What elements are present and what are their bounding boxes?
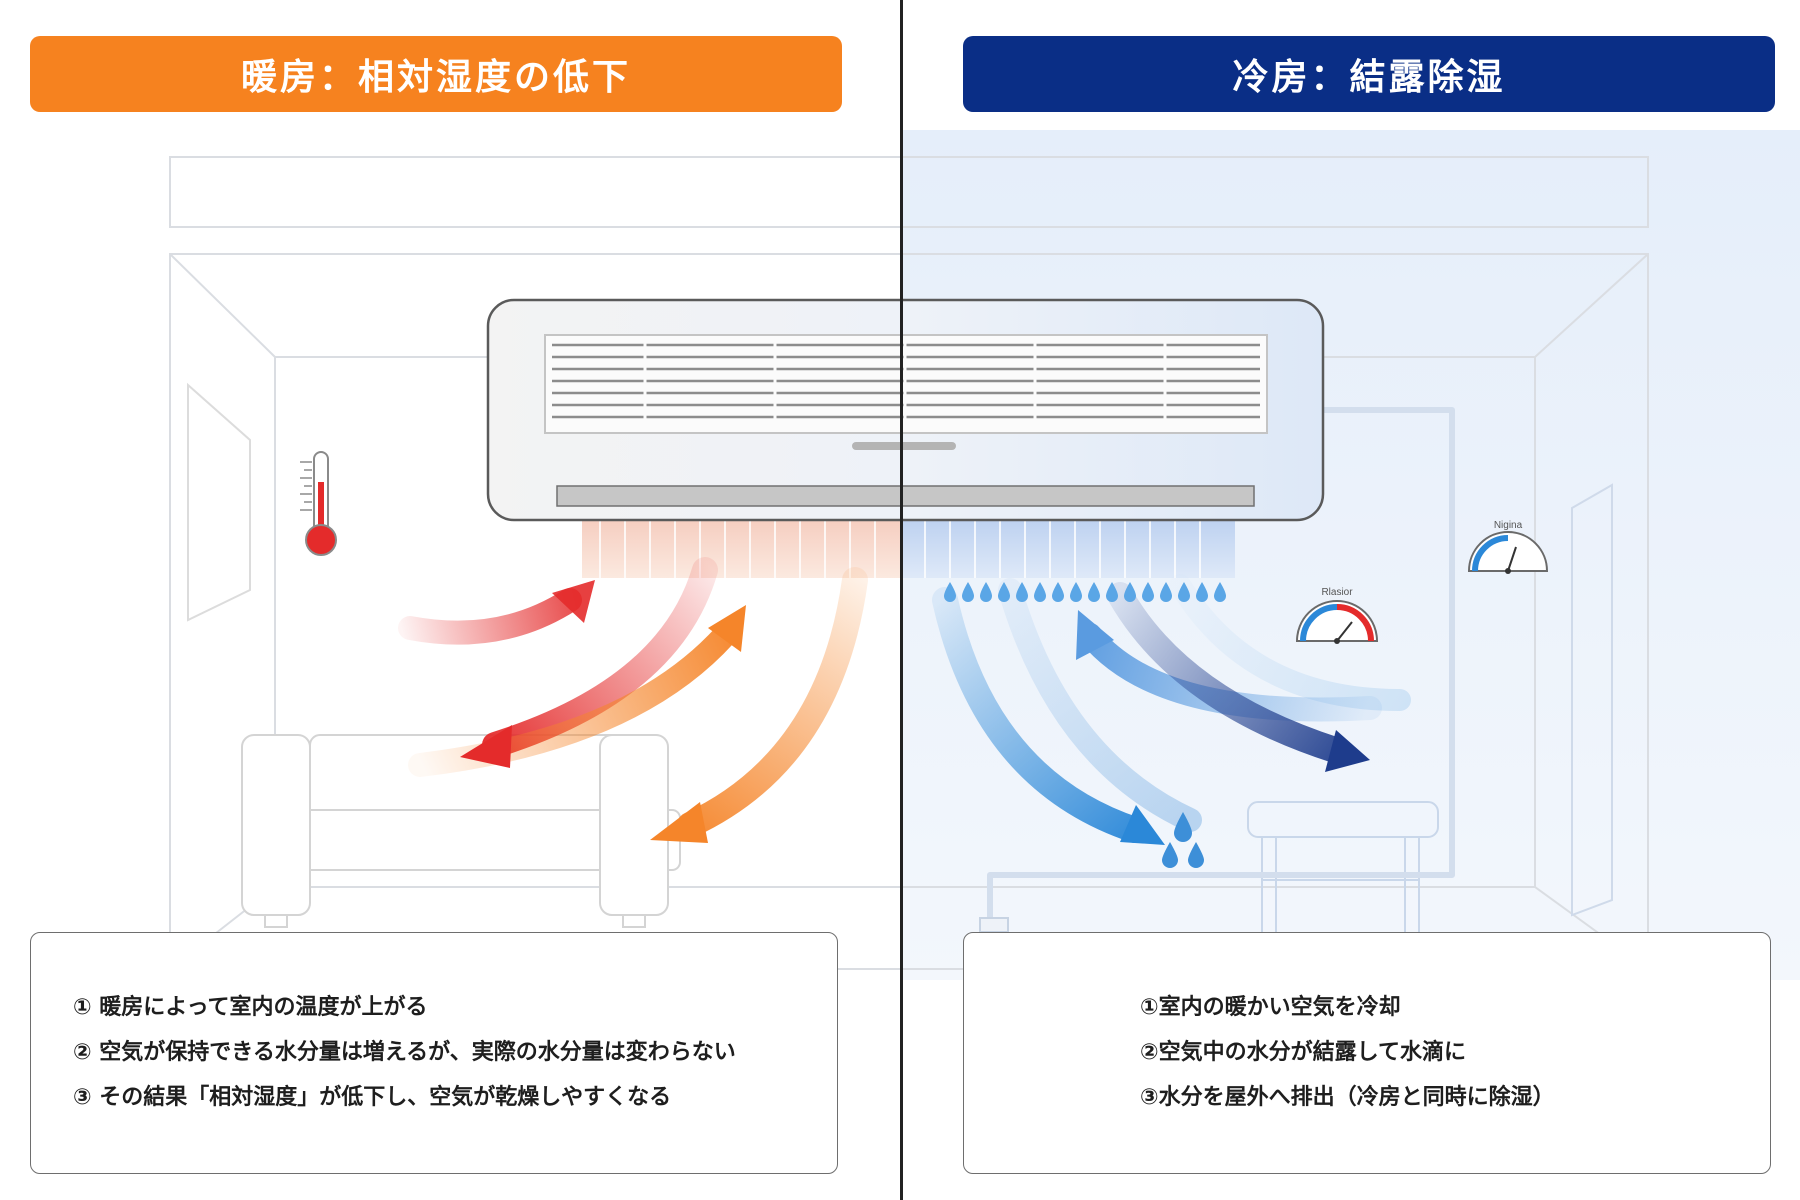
cool-arrowhead [1325, 730, 1370, 772]
air-conditioner-unit [486, 298, 1325, 522]
heating-steps: ① 暖房によって室内の温度が上がる ② 空気が保持できる水分量は増えるが、実際の… [73, 993, 736, 1128]
heating-title-banner: 暖房：相対湿度の低下 [30, 36, 842, 112]
heat-airflow [582, 518, 900, 578]
heat-arrowhead [552, 580, 595, 623]
heat-arrowhead [708, 605, 746, 652]
bench [1247, 801, 1439, 935]
cooling-step: ②空気中の水分が結露して水滴に [1140, 1040, 1466, 1065]
water-drop-icon [944, 582, 1226, 602]
heating-title: 暖房：相対湿度の低下 [240, 57, 631, 98]
gauge-label-left: Rlasior [1321, 587, 1353, 598]
cooling-step: ①室内の暖かい空気を冷却 [1140, 995, 1401, 1020]
heating-explanation-panel: ① 暖房によって室内の温度が上がる ② 空気が保持できる水分量は増えるが、実際の… [30, 932, 838, 1174]
cool-airflow [903, 518, 1235, 578]
sofa [241, 734, 681, 928]
cooling-title-banner: 冷房：結露除湿 [963, 36, 1775, 112]
heat-arrowhead [460, 725, 512, 768]
humidity-gauge-icon: Nigina [1467, 520, 1549, 574]
cool-arrowhead [1076, 610, 1114, 660]
heat-arrowhead [650, 802, 708, 843]
center-divider [900, 0, 903, 1200]
cooling-airflow-arrows [932, 574, 1411, 843]
pipe-outlet [979, 917, 1009, 933]
humidity-gauge-icon: Rlasior [1295, 587, 1379, 644]
gauge-label-right: Nigina [1494, 520, 1523, 531]
cooling-steps: ①室内の暖かい空気を冷却 ②空気中の水分が結露して水滴に ③水分を屋外へ排出（冷… [1140, 993, 1555, 1128]
door [1571, 483, 1613, 917]
window [187, 382, 251, 622]
drain-pipe [987, 407, 1455, 925]
water-drop-icon [1162, 812, 1204, 868]
cooling-title: 冷房：結露除湿 [1232, 57, 1506, 98]
heating-step: ① 暖房によって室内の温度が上がる [73, 995, 428, 1020]
heating-step: ③ その結果「相対湿度」が低下し、空気が乾燥しやすくなる [73, 1085, 672, 1110]
cooling-step: ③水分を屋外へ排出（冷房と同時に除湿） [1140, 1085, 1555, 1110]
thermometer-icon [300, 451, 337, 556]
cool-arrowhead [1120, 805, 1165, 845]
heating-step: ② 空気が保持できる水分量は増えるが、実際の水分量は変わらない [73, 1040, 736, 1065]
cooling-explanation-panel: ①室内の暖かい空気を冷却 ②空気中の水分が結露して水滴に ③水分を屋外へ排出（冷… [963, 932, 1771, 1174]
